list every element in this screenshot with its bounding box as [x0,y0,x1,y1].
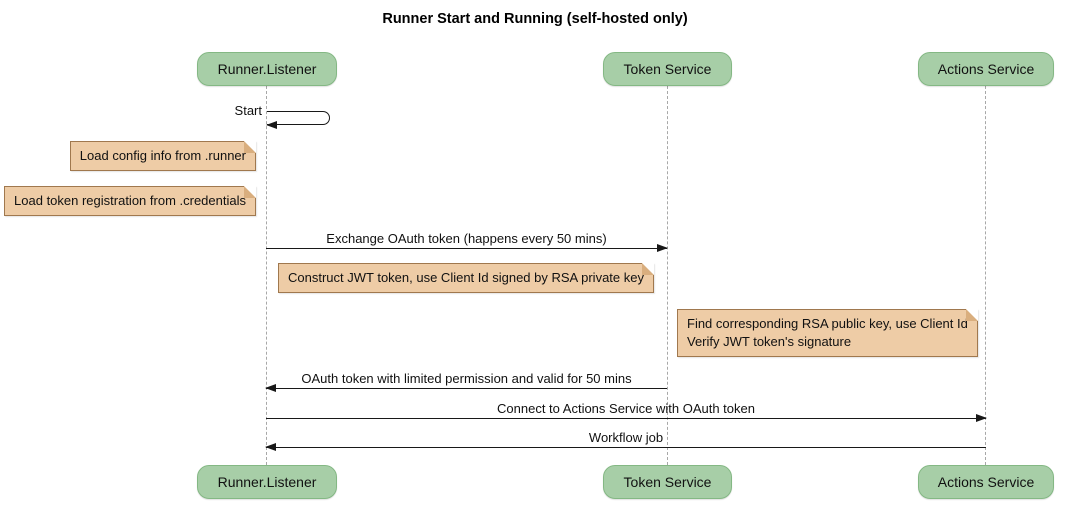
lifeline-actions-service [985,86,986,465]
message-label: OAuth token with limited permission and … [301,371,632,386]
self-message-start-arrow [266,111,330,129]
arrowhead-left-icon [266,121,277,129]
participant-runner-listener-bottom: Runner.Listener [197,465,337,499]
note-verify-jwt: Find corresponding RSA public key, use C… [677,309,978,357]
note-text: Verify JWT token's signature [687,334,852,349]
participant-runner-listener-top: Runner.Listener [197,52,337,86]
participant-actions-service-top: Actions Service [918,52,1054,86]
message-label: Workflow job [588,430,664,445]
arrowhead-left-icon [265,443,276,451]
arrowhead-left-icon [265,384,276,392]
participant-actions-service-bottom: Actions Service [918,465,1054,499]
note-text: Load config info from .runner [79,148,246,163]
participant-token-service-bottom: Token Service [603,465,732,499]
arrow-line [266,244,668,252]
arrowhead-right-icon [657,244,668,252]
message-label: Exchange OAuth token (happens every 50 m… [326,231,607,246]
message-label-start: Start [234,103,262,118]
note-construct-jwt: Construct JWT token, use Client Id signe… [278,263,654,293]
arrow-line [265,443,986,451]
note-text: Construct JWT token, use Client Id signe… [288,270,644,285]
arrow-line [266,414,987,422]
message-exchange-oauth-token: Exchange OAuth token (happens every 50 m… [266,231,668,252]
lifeline-token-service [667,86,668,465]
message-oauth-token-return: OAuth token with limited permission and … [265,371,667,392]
message-label: Connect to Actions Service with OAuth to… [497,401,755,416]
note-text: Load token registration from .credential… [14,193,246,208]
diagram-title: Runner Start and Running (self-hosted on… [382,11,688,27]
participant-token-service-top: Token Service [603,52,732,86]
message-connect-actions-service: Connect to Actions Service with OAuth to… [266,401,987,422]
note-load-token-registration: Load token registration from .credential… [4,186,256,216]
arrow-line [265,384,667,392]
message-workflow-job: Workflow job [265,430,986,451]
note-text: Find corresponding RSA public key, use C… [687,316,968,331]
lifeline-runner-listener [266,86,267,465]
note-load-config: Load config info from .runner [69,141,257,171]
arrowhead-right-icon [976,414,987,422]
